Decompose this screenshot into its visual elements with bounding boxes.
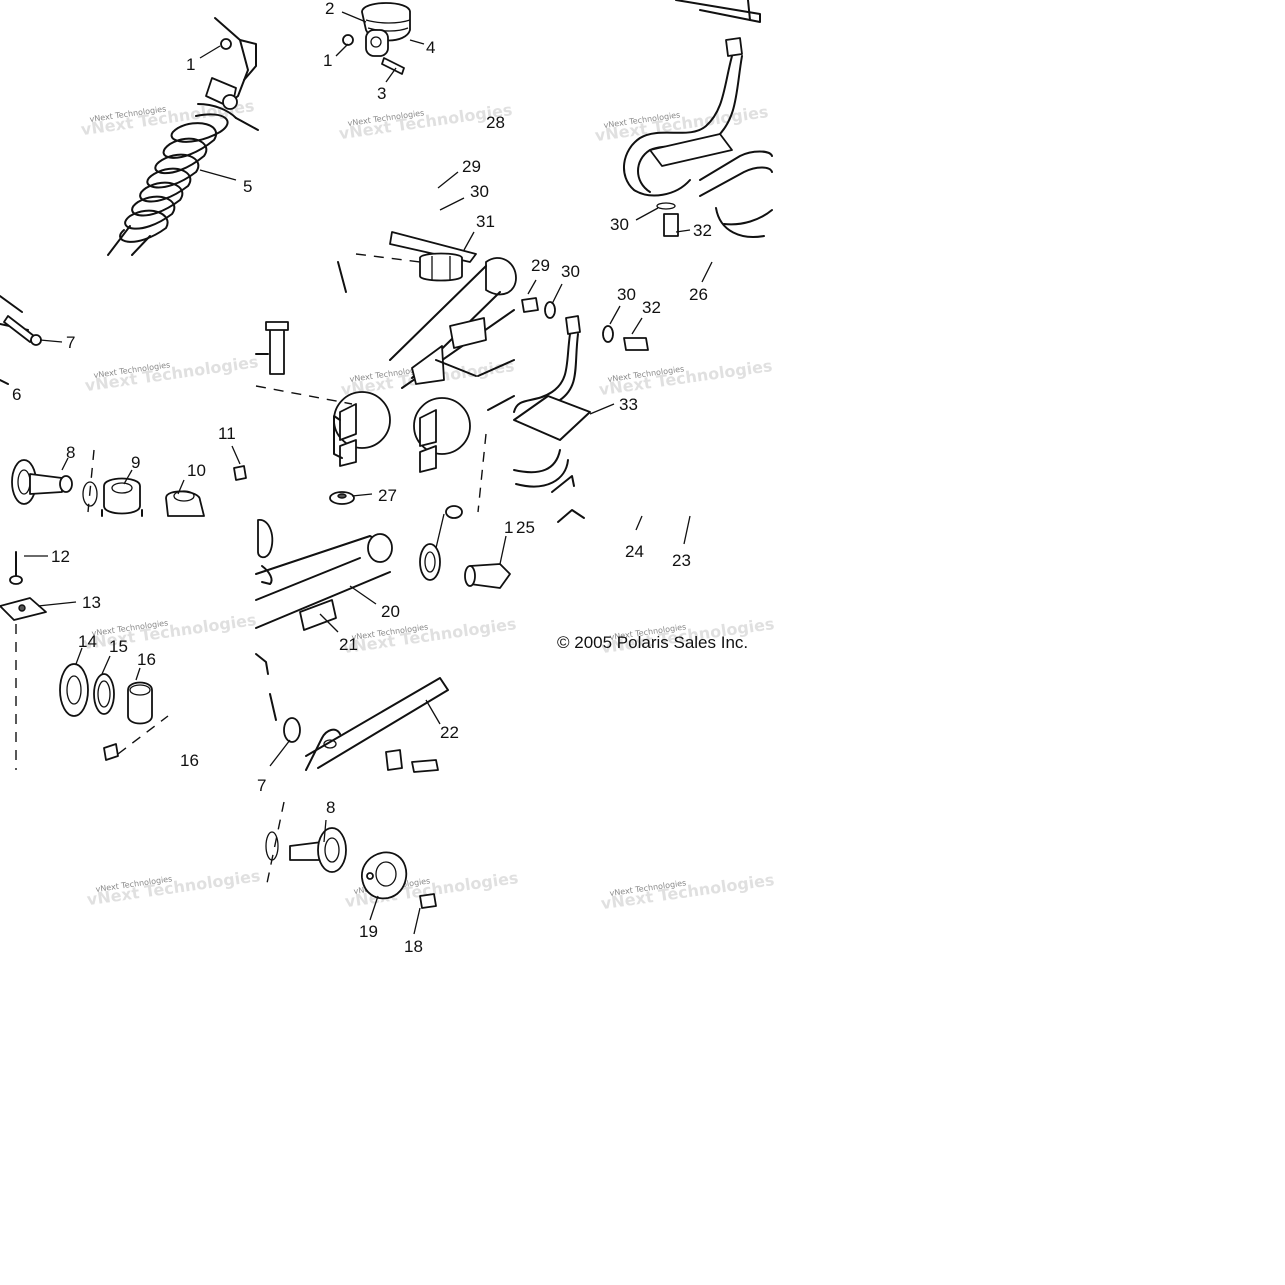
axle-clamp-right (413, 397, 471, 473)
callout-29b: 29 (531, 256, 550, 275)
torque-arm-group (255, 505, 511, 773)
callout-4: 4 (426, 38, 435, 57)
callout-30c: 30 (610, 215, 629, 234)
axle-clamp-left (333, 391, 391, 467)
callout-8b: 8 (326, 798, 335, 817)
callout-3: 3 (377, 84, 386, 103)
callout-32b: 32 (642, 298, 661, 317)
callout-28: 28 (486, 113, 505, 132)
callout-1c: 1 (504, 518, 513, 537)
callout-2: 2 (325, 0, 334, 18)
callout-13: 13 (82, 593, 101, 612)
callout-7: 7 (66, 333, 75, 352)
callout-25: 25 (516, 518, 535, 537)
callout-30d: 30 (617, 285, 636, 304)
leader-lines (24, 11, 713, 935)
callout-18: 18 (404, 937, 423, 956)
callout-1b: 1 (323, 51, 332, 70)
shock-absorber-assembly (107, 0, 761, 256)
callout-32: 32 (693, 221, 712, 240)
callout-30b: 30 (561, 262, 580, 281)
callout-5: 5 (243, 177, 252, 196)
callout-16b: 16 (180, 751, 199, 770)
callout-labels: 1 2 4 1 3 5 28 29 30 31 29 30 30 32 26 3… (12, 0, 712, 956)
pivot-bolt-group (0, 295, 42, 385)
copyright-notice: © 2005 Polaris Sales Inc. (557, 633, 748, 652)
bushing-group (11, 449, 247, 517)
swing-arm-assembly (255, 231, 517, 513)
callout-6: 6 (12, 385, 21, 404)
slide-block-group (0, 551, 169, 770)
callout-10: 10 (187, 461, 206, 480)
callout-26: 26 (689, 285, 708, 304)
callout-21: 21 (339, 635, 358, 654)
callout-8: 8 (66, 443, 75, 462)
shock-upper-mount (342, 2, 411, 75)
callout-19: 19 (359, 922, 378, 941)
callout-16: 16 (137, 650, 156, 669)
callout-15: 15 (109, 637, 128, 656)
callout-20: 20 (381, 602, 400, 621)
rear-bumper-frame (622, 37, 773, 238)
callout-27: 27 (378, 486, 397, 505)
callout-23: 23 (672, 551, 691, 570)
callout-31: 31 (476, 212, 495, 231)
callout-14: 14 (78, 632, 97, 651)
rear-rack-tube (513, 297, 649, 523)
callout-30: 30 (470, 182, 489, 201)
callout-33: 33 (619, 395, 638, 414)
pivot-stub-group (265, 801, 437, 909)
callout-11: 11 (218, 424, 236, 443)
callout-9: 9 (131, 453, 140, 472)
callout-1: 1 (186, 55, 195, 74)
callout-22: 22 (440, 723, 459, 742)
callout-24: 24 (625, 542, 644, 561)
callout-12: 12 (51, 547, 70, 566)
callout-29: 29 (462, 157, 481, 176)
callout-7b: 7 (257, 776, 266, 795)
